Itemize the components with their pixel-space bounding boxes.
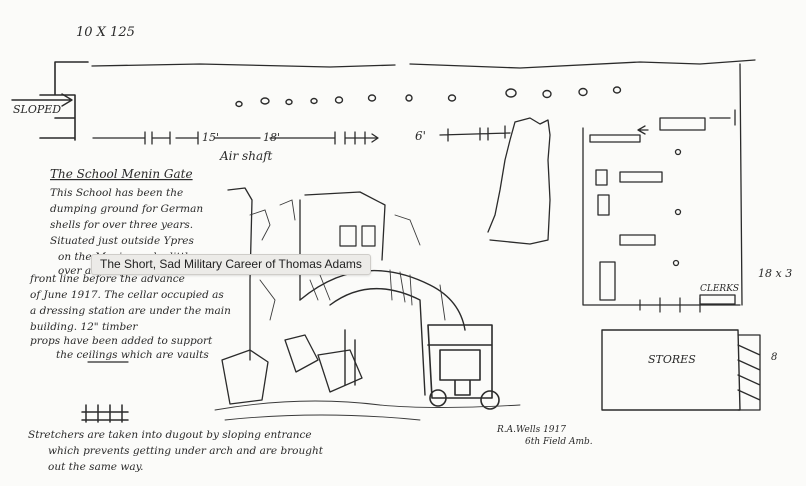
air-shaft-dimension: 15' 18' Air shaft 6' [92, 125, 511, 163]
note-line: the ceilings which are vaults [56, 349, 209, 361]
note-line: dumping ground for German [50, 203, 203, 215]
note-line: This School has been the [50, 187, 183, 199]
note-line: of June 1917. The cellar occupied as [30, 289, 224, 301]
dim-18-label: 18' [263, 131, 280, 144]
note-line: front line before the advance [29, 273, 185, 285]
note-line: shells for over three years. [50, 219, 193, 231]
signature-line: 6th Field Amb. [525, 437, 593, 447]
sloped-label: SLOPED [13, 103, 61, 116]
dim-6-label: 6' [415, 129, 426, 143]
menin-gate-drawing [214, 187, 521, 421]
note-line: Situated just outside Ypres [50, 235, 194, 247]
bottom-note-line: Stretchers are taken into dugout by slop… [28, 429, 312, 441]
sloped-entrance: SLOPED [11, 61, 89, 141]
clerks-label: CLERKS [700, 284, 739, 294]
stretcher-note: Stretchers are taken into dugout by slop… [28, 429, 324, 473]
bottom-note-line: which prevents getting under arch and ar… [48, 445, 324, 457]
corner-reference: 10 X 125 [76, 25, 135, 40]
dim-15-label: 15' [202, 131, 219, 144]
bottom-note-line: out the same way. [48, 461, 143, 473]
stretcher-icon [81, 404, 129, 423]
stores-room: STORES 8 [601, 329, 777, 411]
note-line: building. 12" timber [30, 321, 138, 333]
row-of-holes [235, 86, 622, 108]
note-line: a dressing station are under the main [30, 305, 231, 317]
stores-label: STORES [648, 353, 696, 366]
note-title: The School Menin Gate [50, 167, 193, 181]
right-building: CLERKS 18 x 3 [582, 63, 792, 313]
dim-18x3-label: 18 x 3 [758, 267, 792, 280]
note-line: props have been added to support [30, 335, 213, 347]
signature: R.A.Wells 1917 6th Field Amb. [496, 425, 593, 447]
air-shaft-label: Air shaft [219, 149, 273, 163]
signature-line: R.A.Wells 1917 [496, 425, 566, 435]
title-tooltip: The Short, Sad Military Career of Thomas… [91, 254, 371, 275]
svg-text:8: 8 [771, 352, 777, 363]
